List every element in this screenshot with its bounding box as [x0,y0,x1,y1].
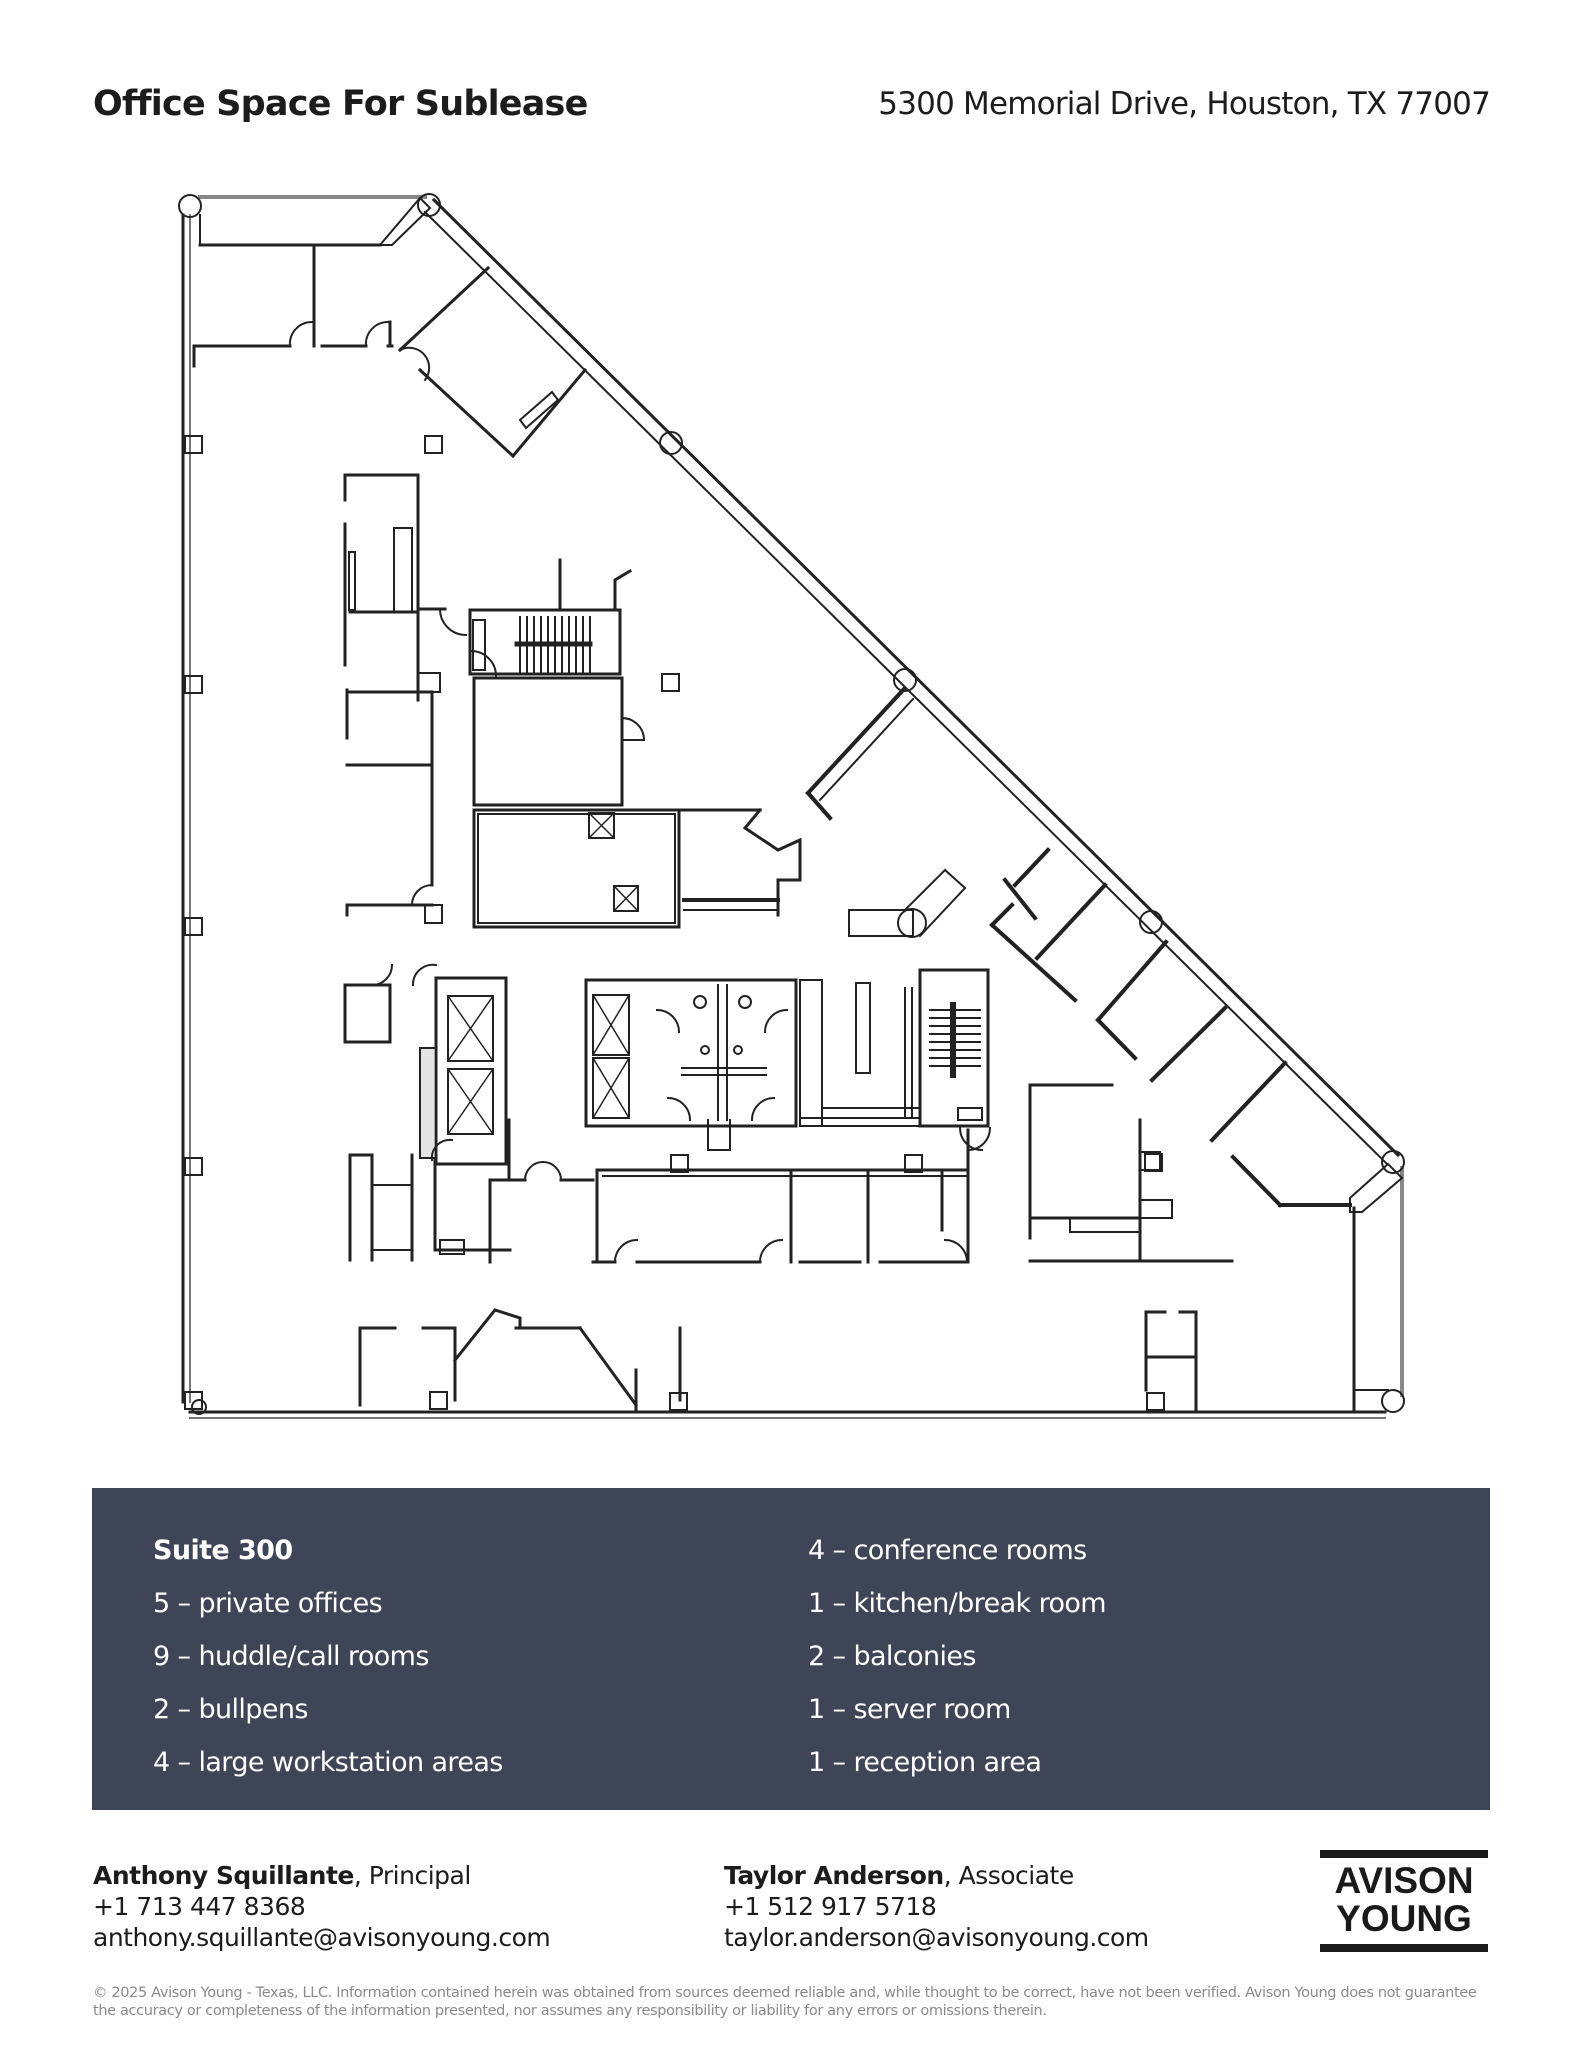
contact-role: , Associate [943,1861,1075,1890]
suite-features-left: Suite 300 5 – private offices 9 – huddle… [153,1524,503,1789]
suite-features-right: 4 – conference rooms 1 – kitchen/break r… [808,1524,1107,1789]
stairwell-lower [918,968,990,1152]
floor-plan [178,193,1405,1419]
office-top-left [192,246,394,368]
kitchen [799,979,921,1127]
feature-item: 1 – server room [808,1694,1011,1725]
page-title: Office Space For Sublease [93,84,588,124]
contact-email[interactable]: taylor.anderson@avisonyoung.com [724,1923,1149,1952]
office-angled-top [397,265,588,459]
legal-disclaimer: © 2025 Avison Young - Texas, LLC. Inform… [93,1985,1477,2019]
contact-email[interactable]: anthony.squillante@avisonyoung.com [93,1923,551,1952]
contact-card: Taylor Anderson, Associate +1 512 917 57… [724,1860,1149,1953]
offices-bottom [358,1308,1198,1414]
exterior-wall-bottom [188,1410,1387,1419]
feature-item: 1 – kitchen/break room [808,1588,1107,1619]
contact-name: Anthony Squillante [93,1861,354,1890]
feature-item: 4 – conference rooms [808,1535,1087,1566]
logo-word-1: AVISON [1334,1860,1474,1901]
logo-word-2: YOUNG [1336,1898,1472,1939]
avison-young-logo: AVISON YOUNG [1320,1850,1488,1952]
elevator-bank-right [584,978,798,1128]
main-entry [488,1118,595,1264]
suite-name: Suite 300 [153,1535,293,1566]
logo-bar-top [1320,1850,1488,1858]
feature-item: 9 – huddle/call rooms [153,1641,429,1672]
elevator-bank-left [343,963,508,1166]
property-address: 5300 Memorial Drive, Houston, TX 77007 [878,86,1491,122]
feature-item: 1 – reception area [808,1747,1042,1778]
feature-item: 5 – private offices [153,1588,383,1619]
exterior-wall-right [1352,1166,1404,1414]
stairwell-upper [418,558,633,678]
feature-item: 2 – bullpens [153,1694,308,1725]
columns-square [184,435,1165,1411]
exterior-wall-top [198,195,432,247]
exterior-wall-left [181,213,191,1404]
contact-role: , Principal [353,1861,471,1890]
conference-rooms-lower [591,1126,992,1264]
feature-item: 4 – large workstation areas [153,1747,503,1778]
feature-item: 2 – balconies [808,1641,976,1672]
contact-phone[interactable]: +1 512 917 5718 [724,1892,937,1921]
reception-desk [848,868,967,938]
contact-name: Taylor Anderson [724,1861,944,1890]
balcony-corner [1349,1162,1404,1213]
columns-round [178,193,1405,1415]
suite-details-panel: Suite 300 5 – private offices 9 – huddle… [92,1488,1490,1810]
restrooms [655,984,789,1151]
wall-diagonal-mid [805,686,915,821]
offices-diagonal [989,847,1352,1208]
offices-lower-left [348,1138,512,1262]
offices-left-column [343,473,443,924]
bullpen-right [1028,1083,1234,1263]
core-rooms [472,676,802,929]
contact-card: Anthony Squillante, Principal +1 713 447… [93,1860,551,1953]
logo-bar-bottom [1320,1944,1488,1952]
contact-phone[interactable]: +1 713 447 8368 [93,1892,306,1921]
